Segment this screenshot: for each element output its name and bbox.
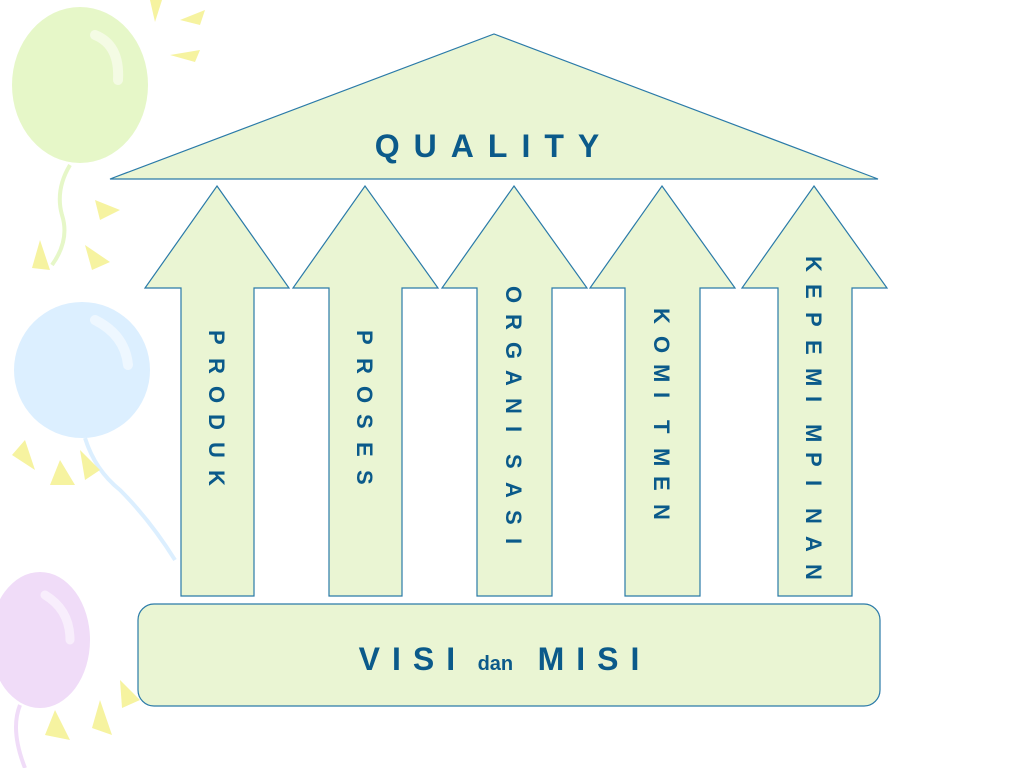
balloon-blue-icon bbox=[14, 302, 177, 562]
balloon-decoration bbox=[0, 0, 205, 768]
sparkle-icon bbox=[12, 0, 205, 740]
balloon-purple-icon bbox=[0, 572, 90, 768]
pillar-label: KOMITMEN bbox=[649, 308, 674, 520]
roof: QUALITY bbox=[109, 33, 879, 180]
pillar-produk: PRODUK bbox=[143, 184, 291, 597]
roof-triangle bbox=[109, 33, 879, 180]
roof-label: QUALITY bbox=[375, 128, 613, 164]
base-foundation: VISI dan MISI bbox=[137, 603, 881, 707]
pillar-arrow bbox=[143, 184, 291, 597]
pillar-organisasi: ORGANISASI bbox=[440, 184, 589, 597]
pillar-proses: PROSES bbox=[291, 184, 440, 597]
base-box bbox=[137, 603, 881, 707]
pillar-label: PRODUK bbox=[204, 330, 229, 486]
pillar-arrow bbox=[740, 184, 889, 597]
pillar-arrow bbox=[291, 184, 440, 597]
pillar-label: KEPEMIMPINAN bbox=[801, 256, 826, 580]
pillars: PRODUK PROSES ORGANISASI KOMITMEN KEPEMI… bbox=[143, 184, 889, 597]
base-visi: VISI bbox=[359, 641, 467, 677]
base-connector: dan bbox=[478, 653, 514, 675]
pillar-label: PROSES bbox=[352, 330, 377, 485]
base-label: VISI dan MISI bbox=[359, 641, 652, 677]
pillar-label: ORGANISASI bbox=[501, 286, 526, 544]
pillar-arrow bbox=[588, 184, 737, 597]
base-misi: MISI bbox=[538, 641, 652, 677]
balloon-green-icon bbox=[12, 7, 148, 267]
pillar-kepemimpinan: KEPEMIMPINAN bbox=[740, 184, 889, 597]
pillar-arrow bbox=[440, 184, 589, 597]
pillar-komitmen: KOMITMEN bbox=[588, 184, 737, 597]
